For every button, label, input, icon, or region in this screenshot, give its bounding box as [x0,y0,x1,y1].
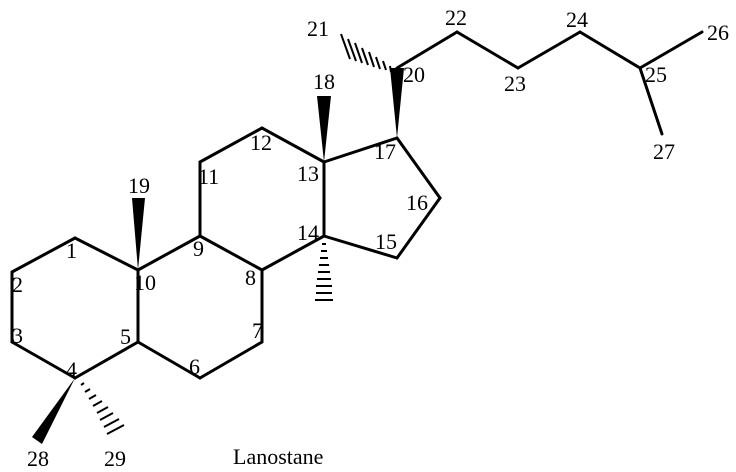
ring-d-bonds [322,136,442,260]
bond-c13-c17 [322,136,399,164]
hash-bond-c20-c21 [340,33,392,73]
ring-b-bonds [136,234,264,380]
wedge-c17-c20 [390,68,404,138]
bond-c25-c26 [638,30,704,70]
hash-bond-c4-c29 [80,382,125,435]
bond-c3-c4 [10,340,77,380]
bond-c10-c9 [136,234,202,272]
atom-label-10: 10 [134,270,156,295]
bond-c15-c14 [322,234,399,260]
atom-label-27: 27 [653,139,675,164]
wedge-bonds [32,68,404,444]
atom-label-3: 3 [12,323,23,348]
atom-label-6: 6 [189,354,200,379]
atom-label-22: 22 [445,5,467,30]
bond-c9-c8 [198,234,264,272]
atom-label-15: 15 [375,229,397,254]
bond-c1-c2 [10,236,77,274]
bond-c20-c22 [395,30,459,70]
bond-c17-c16 [395,136,442,200]
ring-c-bonds [198,126,326,272]
bond-c16-c15 [395,196,442,260]
atom-label-23: 23 [504,71,526,96]
atom-label-9: 9 [193,236,204,261]
bond-c25-c27 [638,66,664,136]
atom-label-16: 16 [406,190,428,215]
atom-label-24: 24 [566,7,588,32]
atom-label-2: 2 [12,272,23,297]
atom-label-1: 1 [66,238,77,263]
atom-label-11: 11 [198,164,219,189]
atom-label-14: 14 [297,220,319,245]
bond-c22-c23 [455,30,520,70]
wedge-c4-c28 [32,378,75,444]
bond-c7-c6 [198,340,264,380]
atom-label-13: 13 [297,161,319,186]
atom-label-18: 18 [313,69,335,94]
bond-c6-c5 [136,340,202,380]
bond-c10-c1 [73,236,140,272]
bond-c14-c8 [260,234,326,272]
bond-c12-c13 [260,126,326,164]
atom-label-8: 8 [245,265,256,290]
atom-label-12: 12 [250,130,272,155]
atom-label-5: 5 [120,324,131,349]
atom-label-29: 29 [104,446,126,471]
bond-c23-c24 [516,30,582,70]
bond-c11-c12 [198,126,264,164]
atom-label-28: 28 [27,446,49,471]
atom-label-17: 17 [374,139,396,164]
atom-label-25: 25 [645,62,667,87]
bond-c24-c25 [578,30,642,70]
atom-label-4: 4 [66,357,77,382]
bond-c4-c5 [73,340,140,380]
side-chain-bonds [395,30,704,136]
wedge-c13-c18 [317,96,331,162]
atom-label-7: 7 [252,318,263,343]
hash-bond-c14-methyl [315,243,333,301]
ring-a-bonds [10,236,140,380]
molecule-name: Lanostane [233,444,323,469]
atom-label-19: 19 [128,173,150,198]
atom-label-26: 26 [707,20,729,45]
wedge-c10-c19 [132,198,145,270]
atom-label-21: 21 [307,16,329,41]
atom-labels: 1 2 3 4 5 6 7 8 9 10 11 12 13 14 15 16 1… [12,5,729,471]
atom-label-20: 20 [403,62,425,87]
